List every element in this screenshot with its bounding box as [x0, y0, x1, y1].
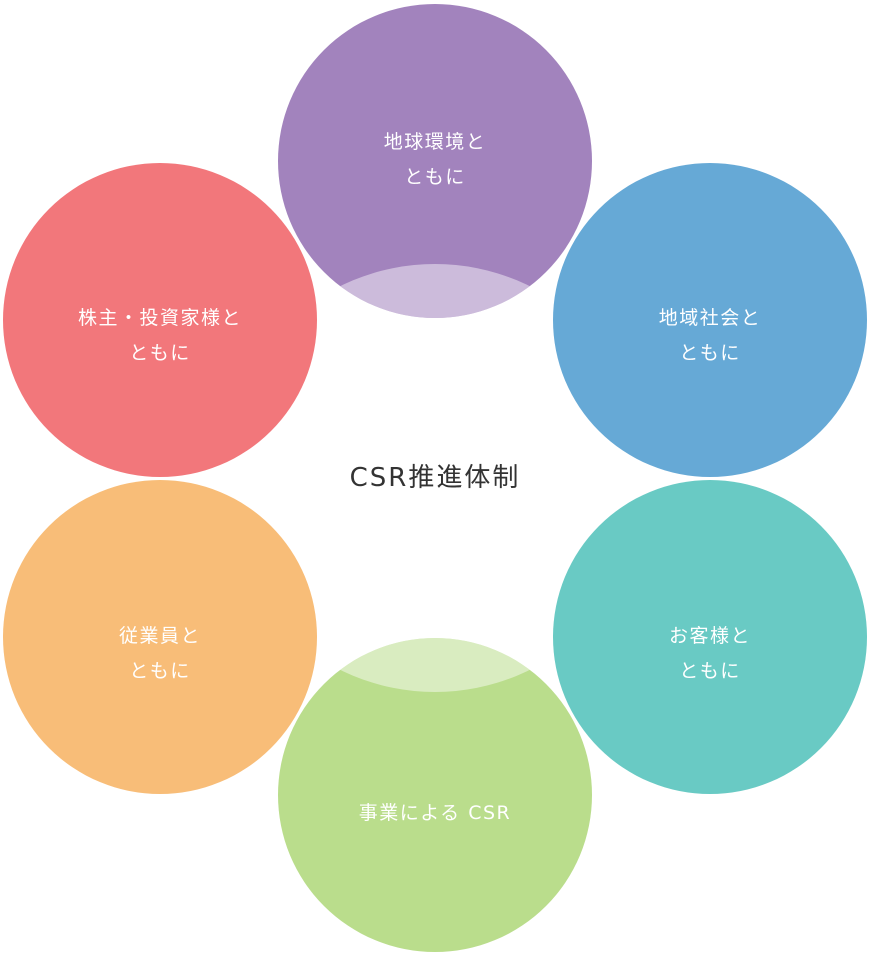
circle-shareholders-label-line1: 株主・投資家様と: [78, 307, 242, 329]
circle-shareholders-shape: [3, 163, 317, 477]
circle-customers: [553, 480, 867, 794]
circle-customers-label-line2: ともに: [679, 660, 741, 682]
circle-customers-label-line1: お客様と: [669, 625, 751, 647]
center-label: CSR推進体制: [350, 463, 521, 493]
circle-community: [553, 163, 867, 477]
circle-community-shape: [553, 163, 867, 477]
circle-business-label-line1: 事業による CSR: [359, 802, 512, 824]
circle-business: [278, 638, 592, 952]
circle-employees-label-line2: ともに: [129, 660, 191, 682]
circle-environment-label-line1: 地球環境と: [384, 131, 487, 153]
circle-business-shape: [278, 638, 592, 952]
circle-shareholders: [3, 163, 317, 477]
circle-environment-label-line2: ともに: [404, 166, 466, 188]
circle-community-label-line2: ともに: [679, 342, 741, 364]
circle-environment: [278, 4, 592, 318]
circle-employees-label-line1: 従業員と: [119, 625, 201, 647]
circle-community-label-line1: 地域社会と: [659, 307, 762, 329]
circle-employees-shape: [3, 480, 317, 794]
circle-environment-shape: [278, 4, 592, 318]
circle-customers-shape: [553, 480, 867, 794]
circle-employees: [3, 480, 317, 794]
circle-shareholders-label-line2: ともに: [129, 342, 191, 364]
